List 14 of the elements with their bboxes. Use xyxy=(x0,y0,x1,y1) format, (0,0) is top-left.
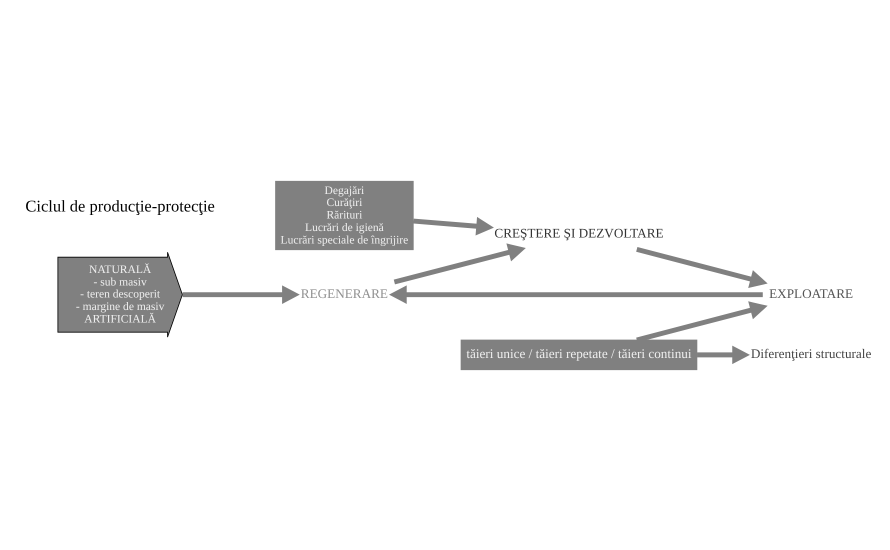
node-text: REGENERARE xyxy=(300,285,388,300)
arrow xyxy=(413,216,494,235)
node-text: CREŞTERE ŞI DEZVOLTARE xyxy=(494,225,664,240)
node-text: EXPLOATARE xyxy=(769,285,854,300)
arrow xyxy=(394,242,526,284)
arrow xyxy=(697,345,750,364)
arrow xyxy=(636,246,768,288)
label: Ciclul de producţie-protecţie xyxy=(25,196,215,215)
node-box: tăieri unice / tăieri repetate / tăieri continui xyxy=(460,339,698,370)
arrow xyxy=(389,284,763,304)
node-text: Diferenţieri structurale xyxy=(750,345,872,360)
arrow xyxy=(636,300,768,342)
arrow xyxy=(182,284,300,304)
node-box: Degajări Curăţiri Rărituri Lucrări de igienă Lucrări speciale de îngrijire xyxy=(275,180,414,250)
